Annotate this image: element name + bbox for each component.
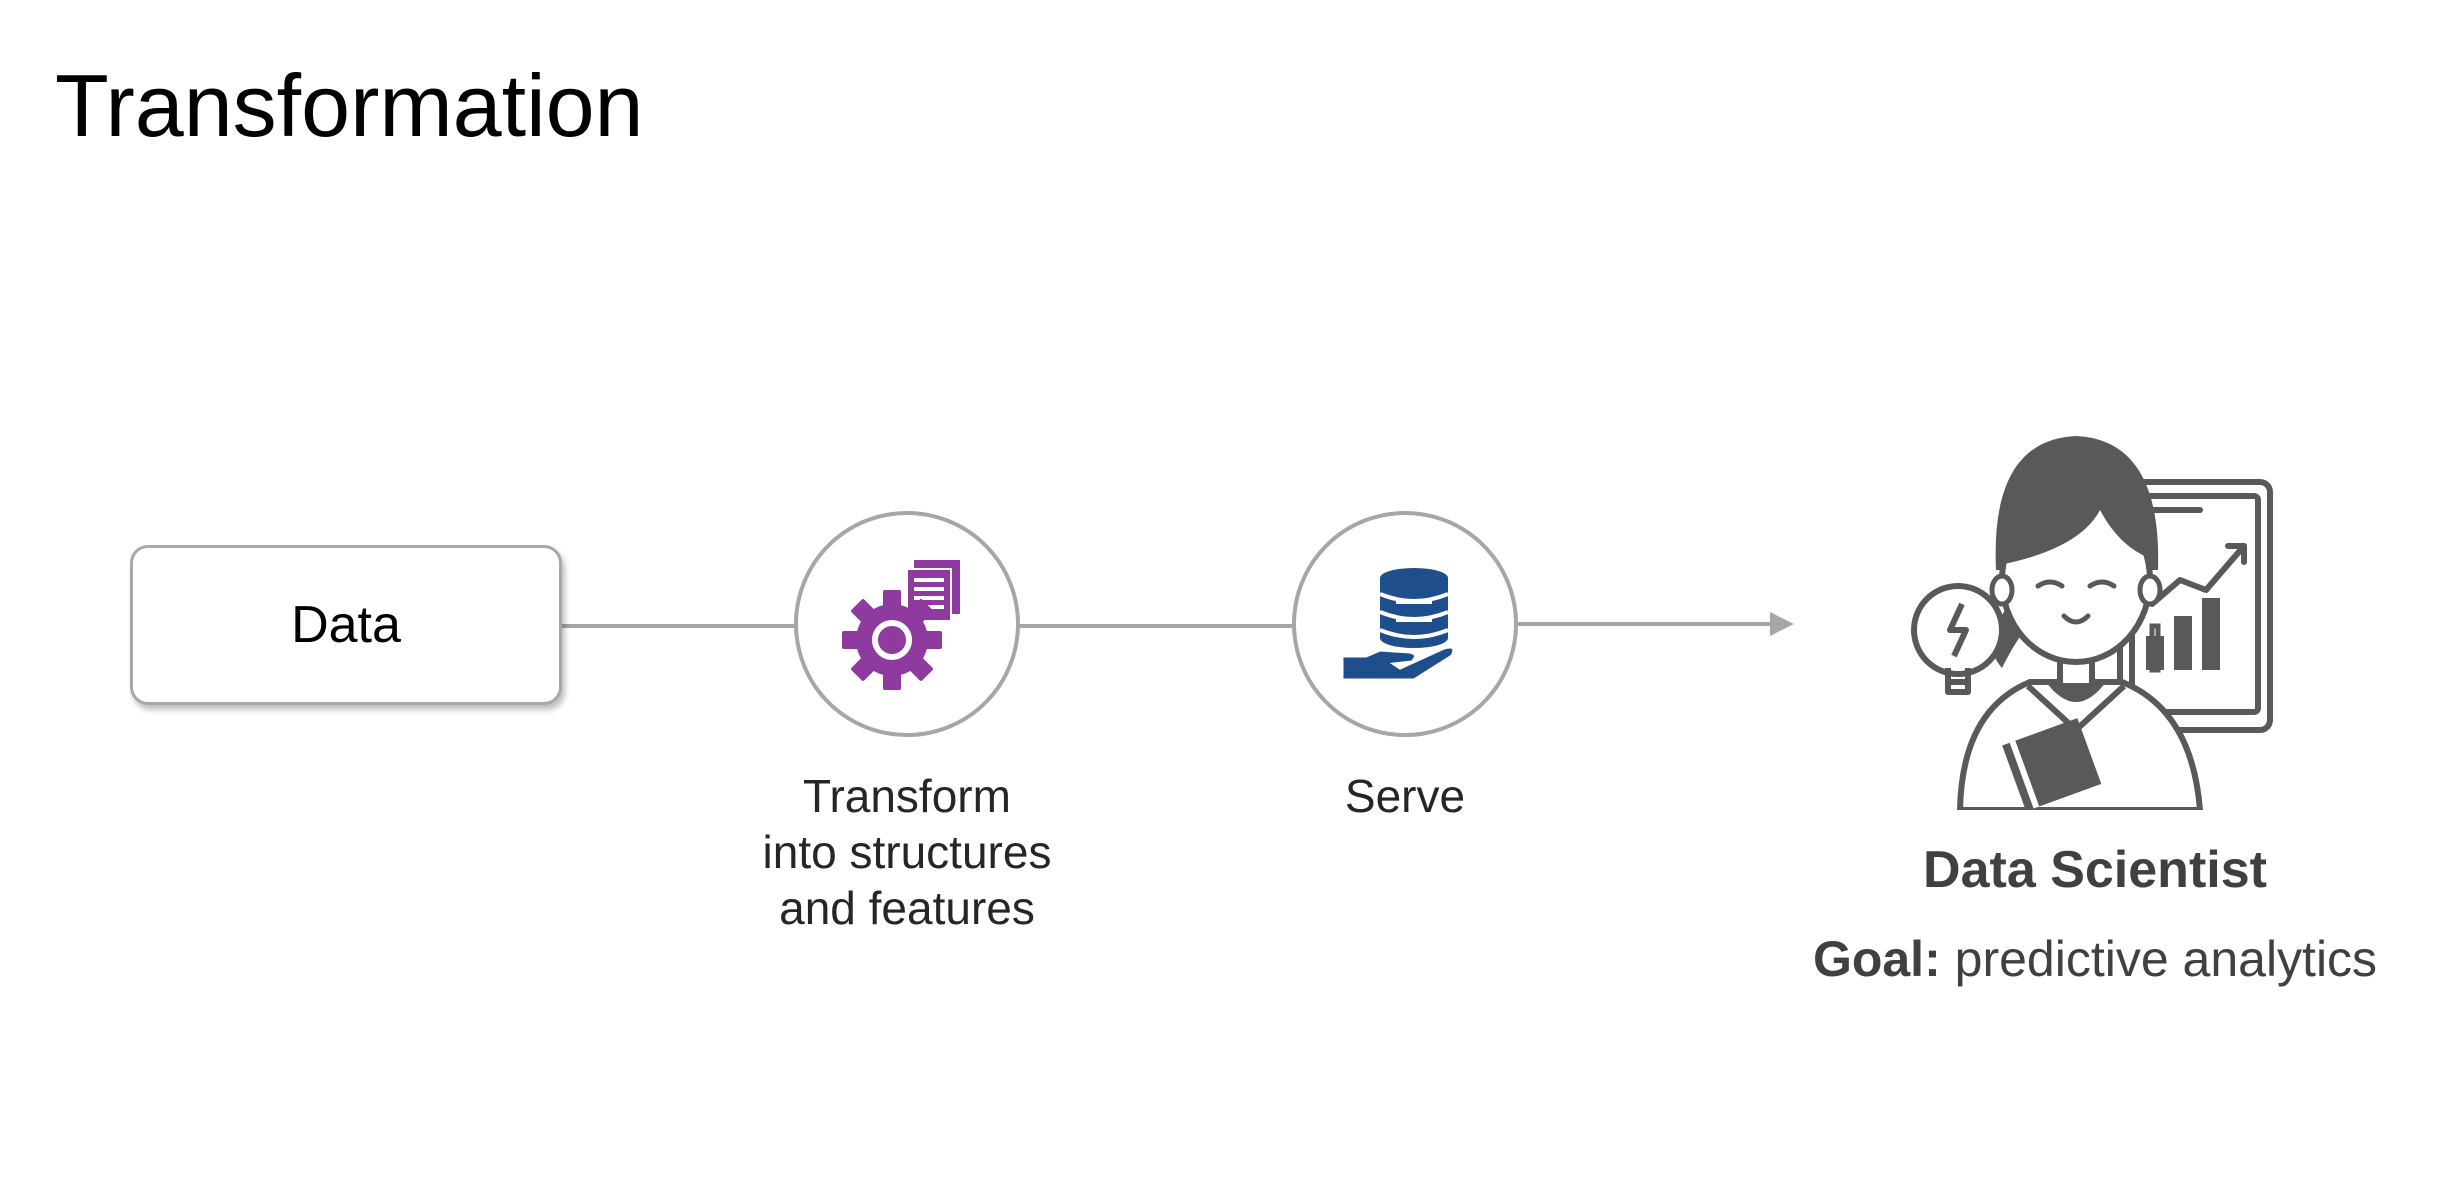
- data-scientist-illustration: [1911, 436, 2273, 810]
- transform-label-line: into structures: [762, 826, 1052, 878]
- hand-database-icon: [1340, 568, 1456, 682]
- data-source-label: Data: [291, 596, 401, 654]
- connector-serve-to-persona: [1518, 622, 1776, 626]
- persona-title: Data Scientist: [1923, 841, 2267, 899]
- transform-step-label: Transform into structures and features: [707, 768, 1107, 936]
- transform-label-line: and features: [779, 882, 1035, 934]
- persona-goal-prefix: Goal:: [1812, 931, 1941, 987]
- gear-document-icon: [842, 560, 960, 690]
- transform-label-line: Transform: [803, 770, 1011, 822]
- connector-data-to-transform: [562, 624, 794, 628]
- data-source-box: Data: [130, 545, 562, 705]
- serve-step-label: Serve: [1205, 768, 1605, 824]
- slide-title: Transformation: [55, 56, 644, 155]
- transform-step-circle: [794, 511, 1020, 737]
- serve-step-circle: [1292, 511, 1518, 737]
- serve-label-line: Serve: [1344, 770, 1466, 822]
- connector-transform-to-serve: [1020, 624, 1292, 628]
- persona-goal: Goal: predictive analytics: [1740, 930, 2450, 988]
- persona-goal-text: predictive analytics: [1954, 931, 2378, 987]
- arrow-head-icon: [1770, 612, 1794, 636]
